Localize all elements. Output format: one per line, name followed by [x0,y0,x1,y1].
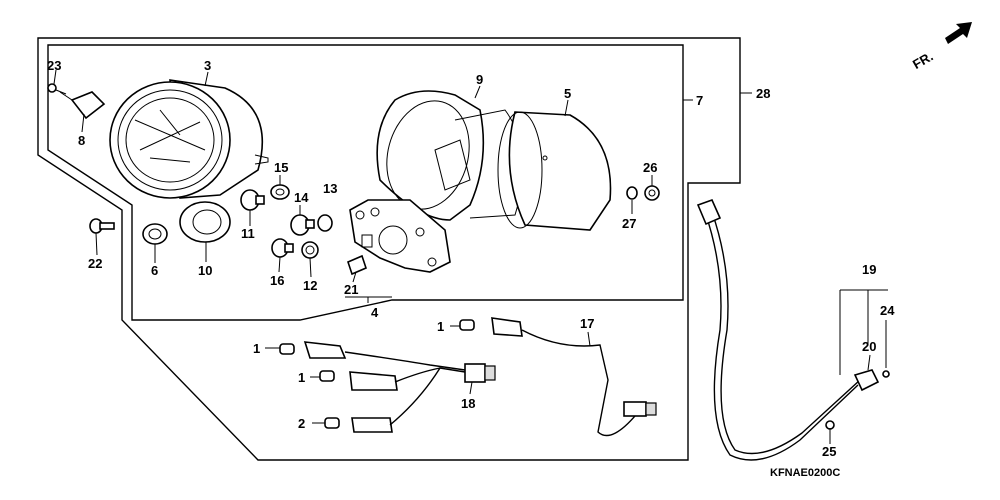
callout-22: 22 [88,256,102,271]
front-direction-arrow-icon: FR. [910,22,972,72]
callout-23: 23 [47,58,61,73]
callout-labels: 23 3 9 5 7 28 8 15 14 13 26 11 27 22 6 1… [47,58,895,459]
washer-27-part [626,186,638,200]
callout-5: 5 [564,86,571,101]
callout-14: 14 [294,190,309,205]
callout-6: 6 [151,263,158,278]
meter-holder-part [349,199,451,273]
meter-cover-part [497,111,612,231]
callout-19: 19 [862,262,876,277]
socket-14-part [290,214,315,236]
callout-10: 10 [198,263,212,278]
callout-2: 2 [298,416,305,431]
bracket-19 [839,289,888,375]
callout-18: 18 [461,396,475,411]
callout-1-low: 1 [298,370,305,385]
grommet-13-small-part [317,214,333,232]
leader-lines [53,69,871,444]
callout-21: 21 [344,282,358,297]
callout-13: 13 [323,181,337,196]
callout-20: 20 [862,339,876,354]
socket-11-part [240,189,265,211]
callout-25: 25 [822,444,836,459]
rubber-cover-10-part [179,201,231,243]
group-outline-28 [37,37,741,461]
bolt-22-part [89,218,115,234]
speedometer-part [109,79,269,199]
callout-11: 11 [241,226,255,241]
callout-12: 12 [303,278,317,293]
callout-17: 17 [580,316,594,331]
bracket-4 [345,296,392,303]
grommet-15-part [270,184,290,200]
wire-harness-18-part [279,341,496,433]
callout-9: 9 [476,72,483,87]
callout-1-mid: 1 [253,341,260,356]
speedometer-cable-19-part [696,198,890,461]
callout-8: 8 [78,133,85,148]
screw-25-part [825,420,835,440]
grommet-12-part [301,241,319,259]
callout-7: 7 [696,93,703,108]
callout-27: 27 [622,216,636,231]
socket-16-part [271,238,294,258]
callout-3: 3 [204,58,211,73]
callout-24: 24 [880,303,895,318]
diagram-code: KFNAE0200C [770,467,840,479]
cable-nut-part [59,91,106,120]
group-outline-7 [47,44,684,321]
screw-23-part [47,83,67,95]
wire-17-part [459,317,657,437]
callout-16: 16 [270,273,284,288]
callout-15: 15 [274,160,288,175]
callout-26: 26 [643,160,657,175]
direction-label: FR. [910,49,936,72]
nut-26-part [644,185,660,201]
callout-1-top: 1 [437,319,444,334]
callout-28: 28 [756,86,770,101]
clip-21-part [347,254,367,276]
callout-4: 4 [371,305,379,320]
grommet-6-part [142,223,168,245]
